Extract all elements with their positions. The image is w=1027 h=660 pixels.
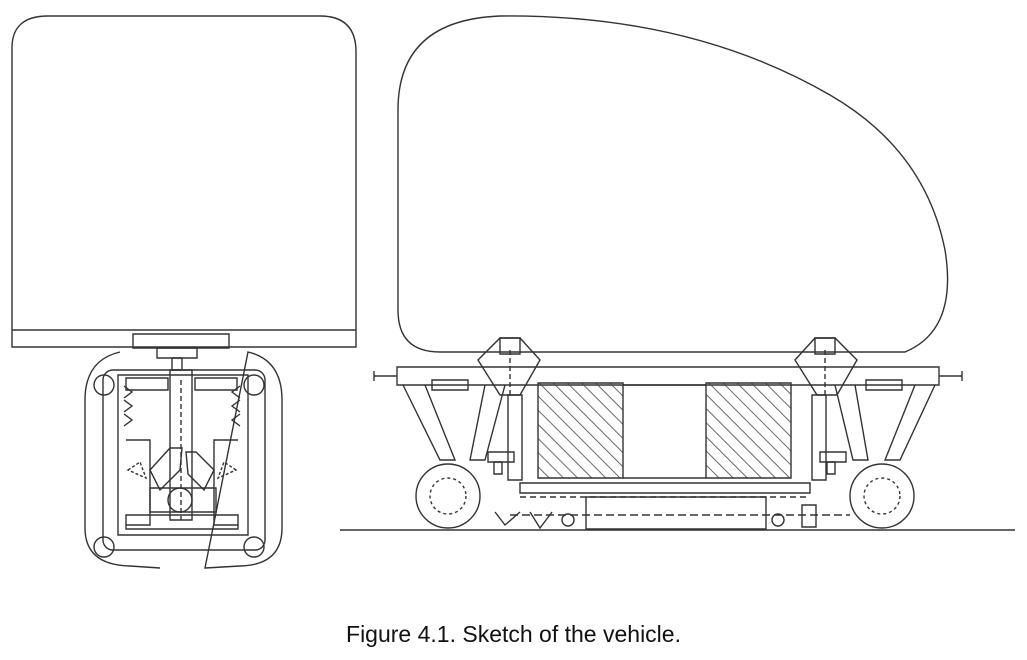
front-mount-plate — [133, 334, 229, 348]
side-battery-front — [538, 383, 623, 478]
front-wheel-bottom-right — [244, 537, 264, 557]
side-lower-rail — [520, 483, 810, 493]
front-cabin-body — [12, 16, 356, 347]
side-view — [340, 16, 1015, 530]
side-rear-truss — [835, 385, 935, 460]
side-chassis-deck — [397, 367, 939, 385]
side-front-truss — [403, 385, 505, 460]
vehicle-sketch — [0, 0, 1027, 610]
side-front-wheel — [416, 464, 480, 528]
side-battery-rear — [706, 383, 791, 478]
figure-caption: Figure 4.1. Sketch of the vehicle. — [346, 621, 681, 647]
front-chassis-outer — [85, 352, 282, 568]
figure-caption-container: Figure 4.1. Sketch of the vehicle. — [0, 614, 1027, 654]
front-wheel-top-right — [244, 375, 264, 395]
front-wheel-top-left — [94, 375, 114, 395]
front-view — [12, 16, 356, 568]
front-wheel-bottom-left — [94, 537, 114, 557]
side-rear-wheel — [850, 464, 914, 528]
front-chassis-frame — [103, 370, 265, 550]
side-cabin-body — [398, 16, 948, 352]
